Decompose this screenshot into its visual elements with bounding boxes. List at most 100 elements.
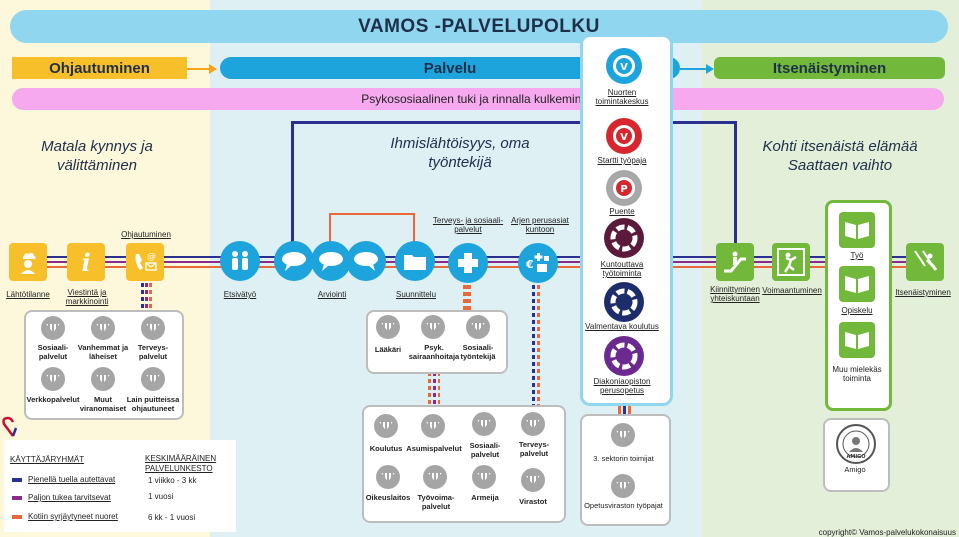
muu-book-icon	[839, 322, 875, 358]
legend-header-groups: KÄYTTÄJÄRYHMÄT	[10, 455, 85, 464]
phase-arrow-1	[187, 64, 217, 74]
svg-text:V: V	[620, 62, 628, 73]
left-box-icon-4	[41, 367, 65, 391]
bottom-box-label-1: Koulutus	[369, 444, 403, 453]
arviointi-loop-right	[413, 213, 415, 243]
left-box-icon-5	[91, 367, 115, 391]
mid-box-label-2: Psyk. sairaanhoitaja	[408, 343, 460, 361]
folder-icon	[395, 241, 435, 281]
column-label-1: Nuorten toimintakeskus	[595, 88, 649, 106]
path-line-top	[291, 121, 737, 124]
step-ohjautuminen: Ohjautuminen	[121, 230, 171, 239]
amigo-logo: AMIGO	[836, 424, 876, 464]
svg-text:AMIGO: AMIGO	[846, 454, 865, 460]
contact-icon: @	[126, 243, 164, 281]
outcome-box	[825, 200, 892, 411]
startti-tyopaja-icon: V	[606, 118, 642, 154]
bottom-box-label-4: Terveys-palvelut	[518, 440, 550, 458]
heading-right: Kohti itsenäistä elämää Saattaen vaihto	[762, 138, 918, 174]
amigo-caption: Amigo	[844, 465, 866, 474]
connector-terveys-lower	[428, 372, 440, 406]
heading-middle: Ihmislähtöisyys, oma työntekijä	[390, 135, 530, 171]
mid-box-icon-1	[376, 315, 400, 339]
column-label-2: Startti työpaja	[597, 156, 647, 165]
diakoniaopisto-icon	[604, 336, 644, 376]
connector-ohjautuminen	[141, 283, 153, 309]
lahtotilanne-icon	[9, 243, 47, 281]
mid-box-label-3: Sosiaali-työntekijä	[460, 343, 496, 361]
left-box-label-6: Lain puitteissa ohjautuneet	[126, 395, 180, 413]
phase-ohjautuminen: Ohjautuminen	[12, 57, 187, 79]
legend-header-duration: KESKIMÄÄRÄINEN PALVELUNKESTO	[145, 454, 217, 473]
step-arviointi: Arviointi	[317, 290, 347, 299]
column-label-6: Diakoniaopiston perusopetus	[593, 377, 651, 395]
chat-icon-2	[311, 241, 351, 281]
bottom-box-label-5: Oikeuslaitos	[365, 493, 411, 502]
bottom-box-icon-4	[521, 412, 545, 436]
opetusvirasto-icon	[611, 474, 635, 498]
step-etsivatyo: Etsivätyö	[223, 290, 257, 299]
legend-group-2: Paljon tukea tarvitsevat	[28, 493, 111, 502]
bottom-box-label-6: Työvoima-palvelut	[417, 493, 455, 511]
column-label-3: Puente	[609, 207, 635, 216]
column-bottom-label-1: 3. sektorin toimijat	[593, 454, 654, 463]
left-box-label-1: Sosiaali-palvelut	[37, 343, 69, 361]
left-box-icon-1	[41, 316, 65, 340]
svg-text:@: @	[147, 252, 156, 262]
tyo-book-icon	[839, 212, 875, 248]
bottom-box-icon-8	[521, 468, 545, 492]
climber-icon	[772, 243, 810, 281]
svg-text:V: V	[620, 132, 628, 143]
swing-icon	[906, 243, 944, 281]
bottom-box-label-2: Asumispalvelut	[406, 444, 462, 453]
bottom-box-icon-5	[376, 465, 400, 489]
phase-itsenaistyminen: Itsenäistyminen	[714, 57, 945, 79]
bottom-box-label-7: Armeija	[471, 493, 499, 502]
bottom-box-icon-2	[421, 414, 445, 438]
chat-icon-1	[274, 241, 314, 281]
left-box-icon-2	[91, 316, 115, 340]
step-suunnittelu: Suunnittelu	[395, 290, 437, 299]
info-icon: i	[67, 243, 105, 281]
legend-duration-3: 6 kk - 1 vuosi	[148, 513, 196, 522]
svg-text:€: €	[525, 258, 534, 271]
nuorten-toimintakeskus-icon: V	[606, 48, 642, 84]
sektori-icon	[611, 423, 635, 447]
left-box-icon-6	[141, 367, 165, 391]
path-line-right-vertical	[734, 121, 737, 245]
outcome-label-opiskelu: Opiskelu	[841, 306, 873, 315]
step-voimaantuminen: Voimaantuminen	[762, 286, 822, 295]
copyright: copyright© Vamos-palvelukokonaisuus	[818, 528, 956, 537]
bottom-box-label-3: Sosiaali-palvelut	[469, 441, 501, 459]
puente-icon: P	[606, 170, 642, 206]
left-box-label-4: Verkkopalvelut	[26, 395, 80, 404]
outcome-label-muu: Muu mielekäs toiminta	[832, 365, 882, 383]
chat-icon-3	[346, 241, 386, 281]
escalator-icon	[716, 243, 754, 281]
step-kiinnittyminen: Kiinnittyminen yhteiskuntaan	[710, 285, 760, 303]
heart-logo	[2, 416, 18, 437]
step-terveys: Terveys- ja sosiaali-palvelut	[432, 216, 504, 234]
mid-box-label-1: Lääkäri	[374, 345, 402, 354]
legend-duration-2: 1 vuosi	[148, 492, 174, 501]
step-viestinta: Viestintä ja markkinointi	[65, 288, 109, 306]
heading-left: Matala kynnys ja välittäminen	[41, 138, 153, 174]
legend-swatch-purple	[12, 496, 22, 500]
opiskelu-book-icon	[839, 266, 875, 302]
mid-box-icon-2	[421, 315, 445, 339]
legend-swatch-navy	[12, 478, 22, 482]
connector-arjen	[532, 285, 544, 407]
left-box-icon-3	[141, 316, 165, 340]
page-title: VAMOS -PALVELUPOLKU	[10, 10, 948, 43]
health-cross-icon	[448, 243, 488, 283]
bottom-box-icon-1	[374, 414, 398, 438]
bottom-box-icon-6	[423, 465, 447, 489]
legend-swatch-orange	[12, 515, 22, 519]
arviointi-loop-top	[329, 213, 415, 215]
outcome-label-tyo: Työ	[850, 251, 864, 260]
legend-duration-1: 1 viikko - 3 kk	[148, 476, 197, 485]
kuntouttava-tyotoiminta-icon	[604, 218, 644, 258]
column-label-4: Kuntouttava työtoiminta	[600, 260, 644, 278]
step-lahtotilanne: Lähtötilanne	[6, 290, 50, 299]
bottom-box-icon-7	[472, 465, 496, 489]
